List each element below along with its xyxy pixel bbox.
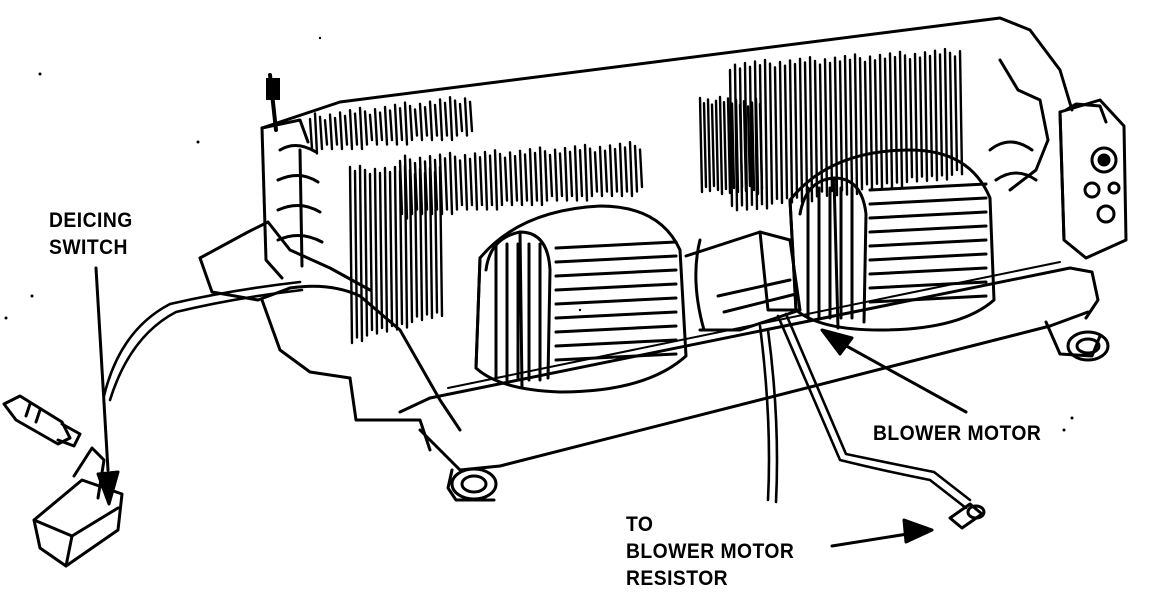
heater-core-frame [260,73,324,280]
resistor-label-line-1: TO [626,513,654,536]
resistor-label-line-3: RESISTOR [626,567,729,590]
leader-arrows [94,266,968,548]
print-speckles [4,36,1074,432]
blower-motor-label: BLOWER MOTOR [873,422,1042,445]
deicing-switch [2,394,124,568]
deicing-switch-label-line-1: DEICING [49,209,133,232]
wiring-harness [102,280,972,510]
blower-motor [684,230,802,332]
resistor-connector [948,502,986,530]
blower-wheel-left [474,204,688,394]
expansion-valve [988,58,1121,224]
blower-motor-resistor-label: TO BLOWER MOTOR RESISTOR [626,511,794,592]
mounting-feet [446,330,1110,502]
evaporator-coil-fins [308,47,964,345]
resistor-label-line-2: BLOWER MOTOR [626,540,795,563]
deicing-switch-label: DEICING SWITCH [49,207,133,261]
deicing-switch-label-line-2: SWITCH [49,236,128,259]
blower-wheel-right [788,148,996,332]
